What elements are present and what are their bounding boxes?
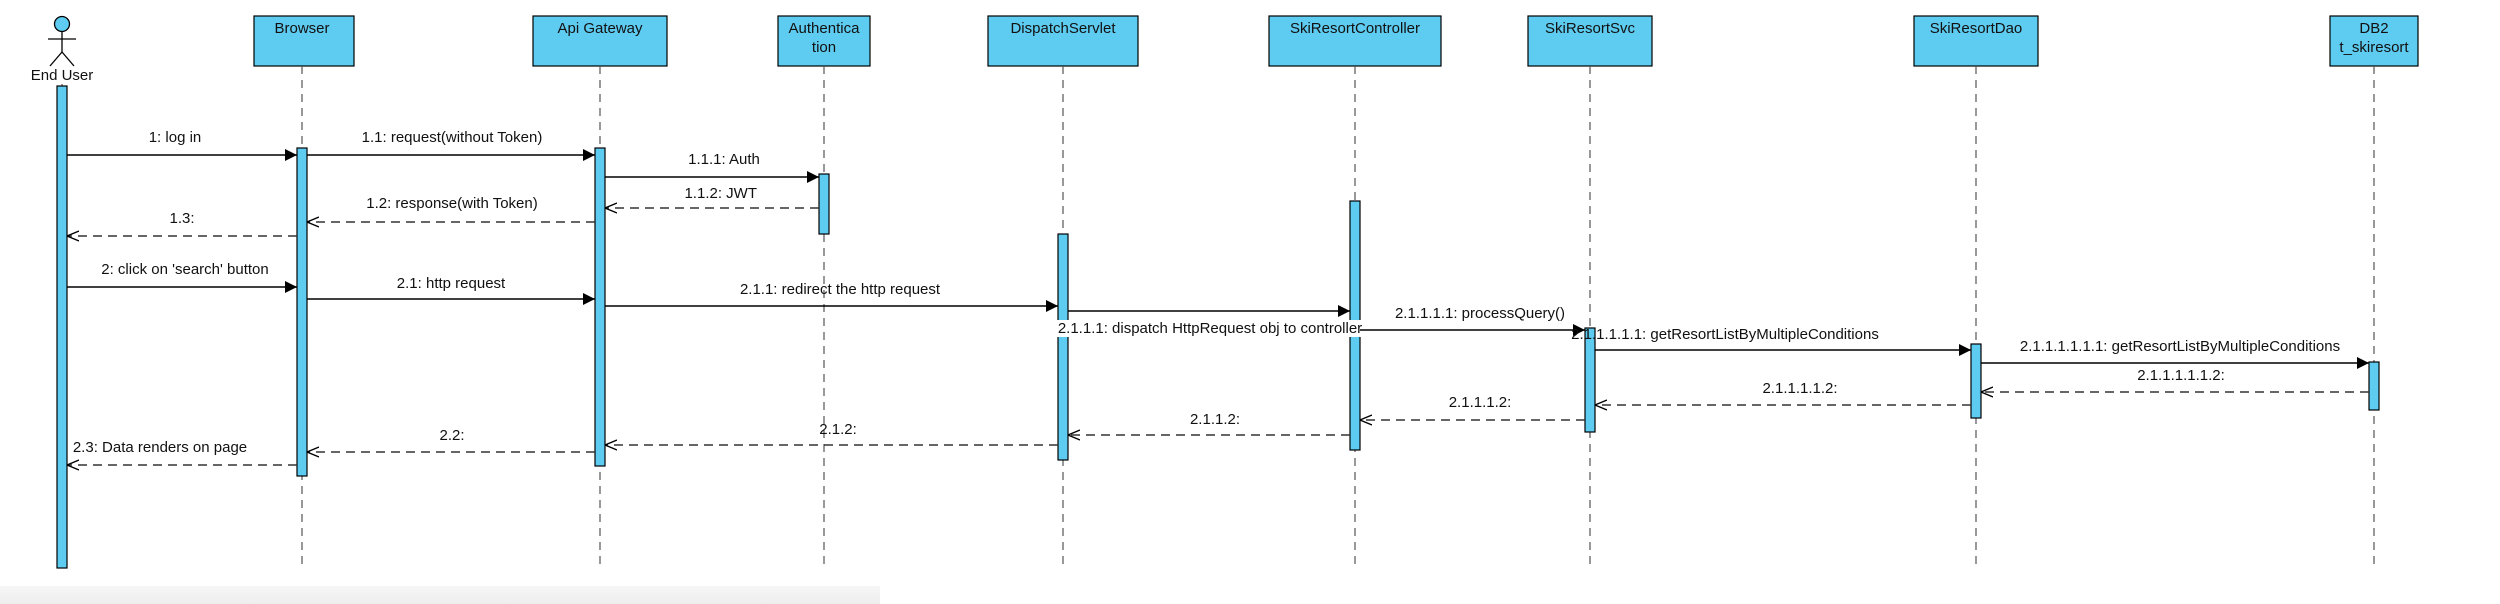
participant-label: Authentica	[789, 20, 861, 37]
message-10[interactable]: 2.1.1.1: dispatch HttpRequest obj to con…	[1055, 305, 1365, 337]
message-label: 2.1.1.1: dispatch HttpRequest obj to con…	[1058, 320, 1362, 337]
message-12[interactable]: 2.1.1.1.1.1: getResortListByMultipleCond…	[1571, 326, 1971, 356]
message-label: 2.1.1.1.1.2:	[1762, 380, 1837, 397]
activation-apigw	[594, 147, 606, 467]
participant-auth[interactable]: Authentica tion	[777, 15, 871, 67]
message-1[interactable]: 1: log in	[67, 129, 297, 161]
message-3[interactable]: 1.1.1: Auth	[605, 151, 819, 183]
participant-label: SkiResortController	[1290, 20, 1420, 37]
message-7[interactable]: 2: click on 'search' button	[67, 261, 297, 293]
message-18[interactable]: 2.1.2:	[605, 421, 1058, 445]
actor-label: End User	[31, 67, 94, 84]
participant-label: t_skiresort	[2339, 39, 2409, 56]
participant-box	[253, 15, 355, 67]
message-label: 2.1.1.1.1.1.1: getResortListByMultipleCo…	[2020, 338, 2340, 355]
message-9[interactable]: 2.1.1: redirect the http request	[605, 281, 1058, 312]
participant-label: DB2	[2359, 20, 2388, 37]
participant-controller[interactable]: SkiResortController	[1268, 15, 1442, 67]
message-label: 2.1.1.1.1.1.2:	[2137, 367, 2225, 384]
activation-auth	[818, 173, 830, 235]
label-backing	[1055, 320, 1365, 337]
activation-user	[56, 85, 68, 569]
participant-box	[532, 15, 668, 67]
message-label: 1.3:	[169, 210, 194, 227]
message-label: 1.1.1: Auth	[688, 151, 760, 168]
activation-dispatch	[1057, 233, 1069, 461]
message-label: 1: log in	[149, 129, 202, 146]
message-19[interactable]: 2.2:	[307, 427, 595, 452]
message-5[interactable]: 1.2: response(with Token)	[307, 195, 595, 222]
message-14[interactable]: 2.1.1.1.1.1.2:	[1981, 367, 2369, 392]
activation-db	[2368, 361, 2380, 411]
message-label: 2.1.1.1.2:	[1449, 394, 1512, 411]
message-label: 2.1.2:	[819, 421, 857, 438]
participant-dispatch[interactable]: DispatchServlet	[987, 15, 1139, 67]
message-20[interactable]: 2.3: Data renders on page	[67, 439, 297, 465]
bottom-shade	[0, 586, 880, 604]
message-label: 1.2: response(with Token)	[366, 195, 537, 212]
message-4[interactable]: 1.1.2: JWT	[605, 185, 819, 208]
message-label: 2.3: Data renders on page	[73, 439, 247, 456]
participant-label: Api Gateway	[557, 20, 643, 37]
message-13[interactable]: 2.1.1.1.1.1.1: getResortListByMultipleCo…	[1981, 338, 2369, 369]
participant-box	[1913, 15, 2039, 67]
activation-browser	[296, 147, 308, 477]
message-label: 1.1.2: JWT	[684, 185, 757, 202]
participant-label: SkiResortSvc	[1545, 20, 1636, 37]
participant-browser[interactable]: Browser	[253, 15, 355, 67]
message-label: 1.1: request(without Token)	[362, 129, 543, 146]
participant-label: tion	[812, 39, 836, 56]
message-8[interactable]: 2.1: http request	[307, 275, 595, 305]
participant-box	[2329, 15, 2419, 67]
message-label: 2: click on 'search' button	[101, 261, 268, 278]
message-label: 2.1.1.1.1.1: getResortListByMultipleCond…	[1571, 326, 1879, 343]
message-label: 2.1: http request	[397, 275, 506, 292]
participant-apigw[interactable]: Api Gateway	[532, 15, 668, 67]
message-17[interactable]: 2.1.1.2:	[1068, 411, 1350, 435]
message-label: 2.2:	[439, 427, 464, 444]
message-11[interactable]: 2.1.1.1.1: processQuery()	[1360, 305, 1585, 336]
participant-label: DispatchServlet	[1010, 20, 1116, 37]
participant-svc[interactable]: SkiResortSvc	[1527, 15, 1653, 67]
actor-end-user[interactable]: End User	[31, 15, 94, 85]
participant-label: SkiResortDao	[1930, 20, 2023, 37]
message-15[interactable]: 2.1.1.1.1.2:	[1595, 380, 1971, 405]
participant-box	[1268, 15, 1442, 67]
participant-box	[1527, 15, 1653, 67]
message-2[interactable]: 1.1: request(without Token)	[307, 129, 595, 161]
message-6[interactable]: 1.3:	[67, 210, 297, 236]
label-backing	[1392, 305, 1568, 322]
participant-box	[987, 15, 1139, 67]
activation-dao	[1970, 343, 1982, 419]
actor-head	[53, 15, 71, 33]
participant-dao[interactable]: SkiResortDao	[1913, 15, 2039, 67]
activation-svc	[1584, 327, 1596, 433]
message-label: 2.1.1.2:	[1190, 411, 1240, 428]
participant-label: Browser	[274, 20, 329, 37]
participant-db[interactable]: DB2 t_skiresort	[2329, 15, 2419, 67]
message-label: 2.1.1.1.1: processQuery()	[1395, 305, 1565, 322]
message-16[interactable]: 2.1.1.1.2:	[1360, 394, 1585, 420]
message-label: 2.1.1: redirect the http request	[740, 281, 941, 298]
